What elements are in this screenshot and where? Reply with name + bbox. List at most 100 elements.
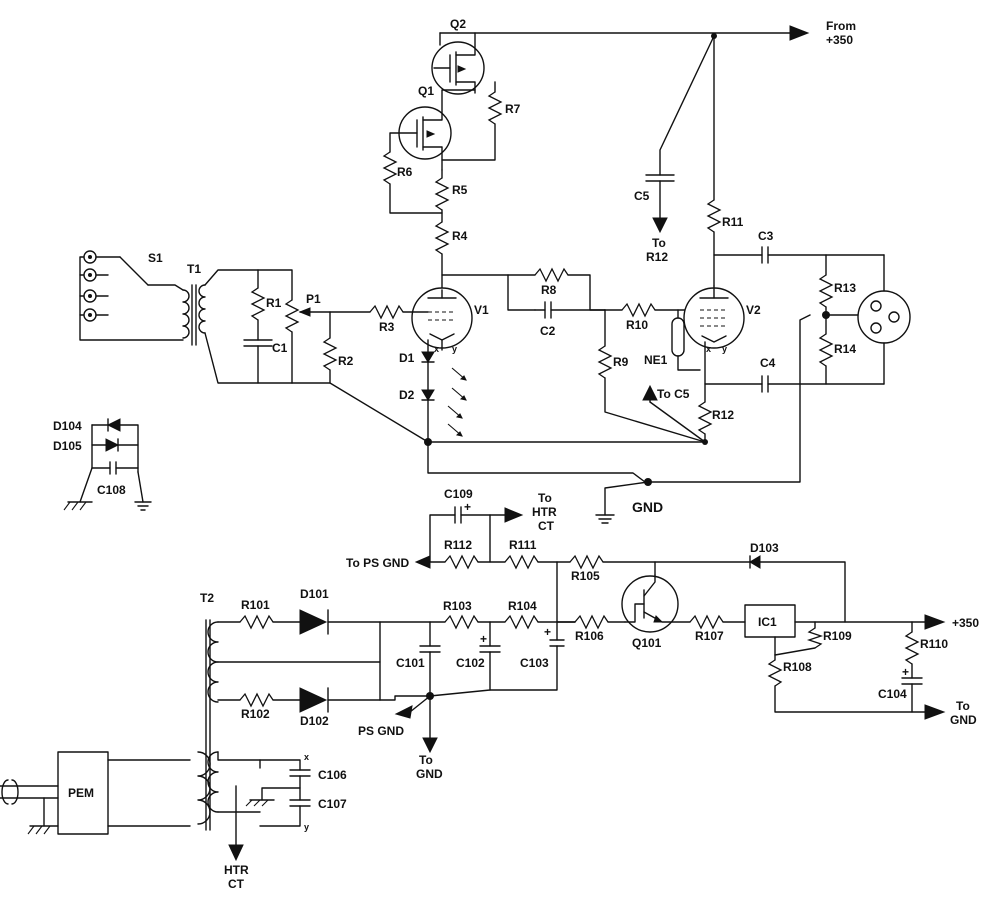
r109-resistor: [774, 621, 824, 656]
label-plus350-out: +350: [952, 616, 979, 630]
led-emission-arrows: [447, 367, 467, 437]
label-v1-y: y: [452, 344, 457, 354]
d104-d105-c108-cluster: [63, 418, 152, 511]
label-r112: R112: [444, 538, 472, 552]
t1-transformer: [182, 269, 293, 384]
xlr-output-connector: [825, 254, 911, 385]
label-r110: R110: [920, 637, 948, 651]
label-r111: R111: [509, 538, 537, 552]
r1-resistor: [250, 269, 266, 341]
c109-capacitor: [429, 506, 524, 563]
label-c104-plus: +: [902, 665, 909, 679]
label-r8: R8: [541, 283, 557, 297]
label-r103: R103: [443, 599, 472, 613]
label-c104: C104: [878, 687, 907, 701]
label-s1: S1: [148, 251, 163, 265]
r2-resistor: [291, 311, 429, 443]
d102-diode: [299, 687, 381, 713]
r103-resistor: [444, 614, 506, 630]
pem-supply: [0, 751, 191, 835]
label-r3: R3: [379, 320, 395, 334]
label-r7: R7: [505, 102, 521, 116]
v1-plate-network: [441, 267, 606, 319]
label-c101: C101: [396, 656, 425, 670]
label-ct-top: CT: [538, 519, 555, 533]
r108-resistor: [767, 654, 946, 720]
label-ne1: NE1: [644, 353, 668, 367]
label-v2: V2: [746, 303, 761, 317]
label-to-r12-a: To: [652, 236, 666, 250]
d2-led: [421, 389, 435, 443]
c1-capacitor: [243, 339, 273, 384]
label-r101: R101: [241, 598, 270, 612]
r5-resistor: [434, 169, 450, 211]
r110-resistor: [904, 621, 920, 679]
ic1-regulator: [744, 604, 946, 656]
label-c5: C5: [634, 189, 650, 203]
label-r1: R1: [266, 296, 282, 310]
label-d104: D104: [53, 419, 82, 433]
label-d102: D102: [300, 714, 329, 728]
label-c109: C109: [444, 487, 473, 501]
label-ct-bottom: CT: [228, 877, 245, 891]
label-from: From: [826, 19, 856, 33]
label-r106: R106: [575, 629, 604, 643]
label-d1: D1: [399, 351, 415, 365]
r102-resistor: [217, 692, 301, 708]
r3-resistor: [299, 304, 429, 320]
ne1-neon-lamp: [671, 309, 701, 371]
label-to-gnd-bottom: To: [419, 753, 433, 767]
label-r9: R9: [613, 355, 629, 369]
label-c107: C107: [318, 797, 347, 811]
q1-mosfet: [398, 89, 476, 171]
label-r109: R109: [823, 629, 852, 643]
signal-ground-bus: [424, 314, 811, 524]
r101-resistor: [217, 614, 301, 630]
label-r2: R2: [338, 354, 354, 368]
r14-resistor: [818, 314, 834, 385]
label-r14: R14: [834, 342, 856, 356]
c3-capacitor: [713, 246, 885, 264]
ps-ground-chain: [414, 554, 846, 641]
label-c4: C4: [760, 356, 776, 370]
label-d103: D103: [750, 541, 779, 555]
label-d101: D101: [300, 587, 329, 601]
label-ps-gnd: PS GND: [358, 724, 404, 738]
r11-resistor: [706, 199, 722, 287]
d101-diode: [299, 609, 446, 635]
label-gnd-right: GND: [950, 713, 977, 727]
label-pem: PEM: [68, 786, 94, 800]
label-htr-bottom: HTR: [224, 863, 249, 877]
r106-resistor: [556, 614, 626, 630]
label-c103-plus: +: [544, 625, 551, 639]
label-c106: C106: [318, 768, 347, 782]
label-c102-plus: +: [480, 632, 487, 646]
label-v1: V1: [474, 303, 489, 317]
ps-ground-node: [379, 692, 438, 754]
label-q1: Q1: [418, 84, 434, 98]
label-c3: C3: [758, 229, 774, 243]
label-r10: R10: [626, 318, 648, 332]
r6-resistor: [382, 132, 443, 214]
label-c102: C102: [456, 656, 485, 670]
label-p1: P1: [306, 292, 321, 306]
input-jacks: [79, 250, 184, 341]
q101-transistor: [621, 574, 691, 633]
label-c103: C103: [520, 656, 549, 670]
label-to-gnd-right: To: [956, 699, 970, 713]
label-r108: R108: [783, 660, 812, 674]
r12-resistor: [642, 341, 713, 445]
c104-capacitor: [901, 677, 923, 713]
label-r102: R102: [241, 707, 270, 721]
r7-resistor: [441, 81, 503, 161]
label-r5: R5: [452, 183, 468, 197]
label-d105: D105: [53, 439, 82, 453]
label-r13: R13: [834, 281, 856, 295]
label-c109-plus: +: [464, 500, 471, 514]
label-plus350-top: +350: [826, 33, 853, 47]
t2-transformer: [197, 619, 381, 831]
label-v2-y: y: [722, 344, 727, 354]
label-c2: C2: [540, 324, 556, 338]
label-heater-y: y: [304, 822, 309, 832]
